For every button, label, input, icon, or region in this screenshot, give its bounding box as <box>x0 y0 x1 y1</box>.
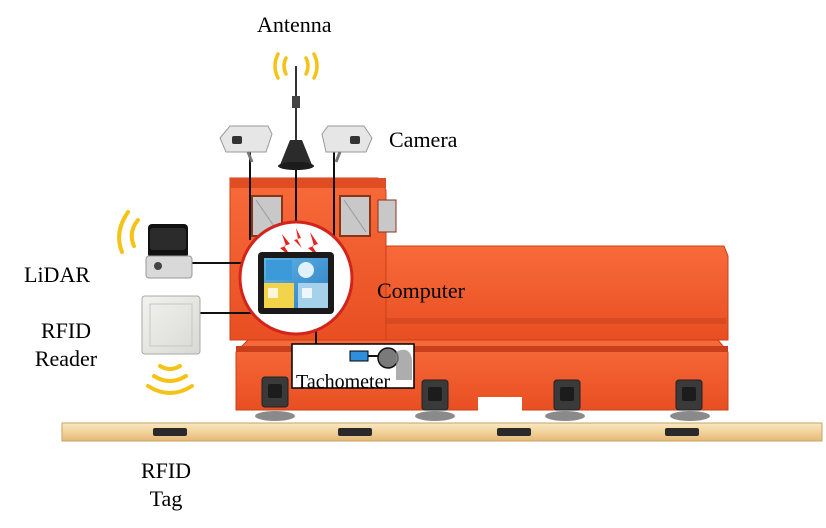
rfid-reader-label-line2: Reader <box>34 346 98 371</box>
rfid-tag-label-line2: Tag <box>149 486 183 511</box>
antenna-device <box>278 66 314 170</box>
rfid-tags <box>153 428 699 436</box>
antenna-label: Antenna <box>257 12 332 37</box>
camera-left <box>219 125 273 163</box>
tachometer-label: Tachometer <box>296 371 391 393</box>
computer-label: Computer <box>377 278 465 303</box>
rfid-reader-signal-waves <box>146 364 194 395</box>
camera-label: Camera <box>389 127 458 152</box>
antenna-signal-waves <box>273 52 319 80</box>
tachometer-device <box>291 343 415 389</box>
lidar-device <box>145 224 193 279</box>
rfid-tag-3 <box>497 428 531 436</box>
rfid-tag-2 <box>338 428 372 436</box>
lidar-signal-waves <box>117 210 140 254</box>
camera-right <box>321 125 373 163</box>
rfid-reader-device <box>141 295 201 355</box>
rail-track <box>61 422 823 442</box>
rfid-tag-label-line1: RFID <box>140 458 192 483</box>
rfid-tag-1 <box>153 428 187 436</box>
computer-callout <box>238 220 354 336</box>
lidar-label: LiDAR <box>24 262 90 287</box>
rfid-reader-label-line1: RFID <box>40 318 92 343</box>
rfid-tag-4 <box>665 428 699 436</box>
